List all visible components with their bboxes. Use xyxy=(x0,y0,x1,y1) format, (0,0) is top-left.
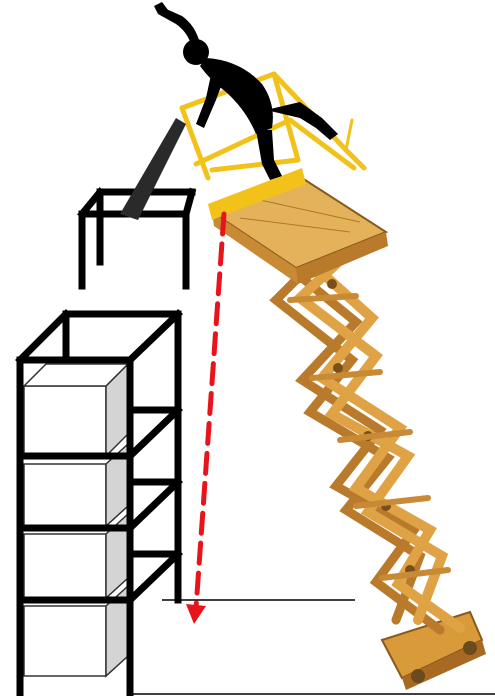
box-1 xyxy=(24,364,128,456)
leaning-board xyxy=(120,118,186,220)
falling-person xyxy=(154,2,338,180)
scissor-lift xyxy=(182,74,486,690)
stacked-boxes xyxy=(24,364,128,676)
fall-path-arrow xyxy=(186,214,224,624)
scaffold-tower xyxy=(20,192,192,694)
